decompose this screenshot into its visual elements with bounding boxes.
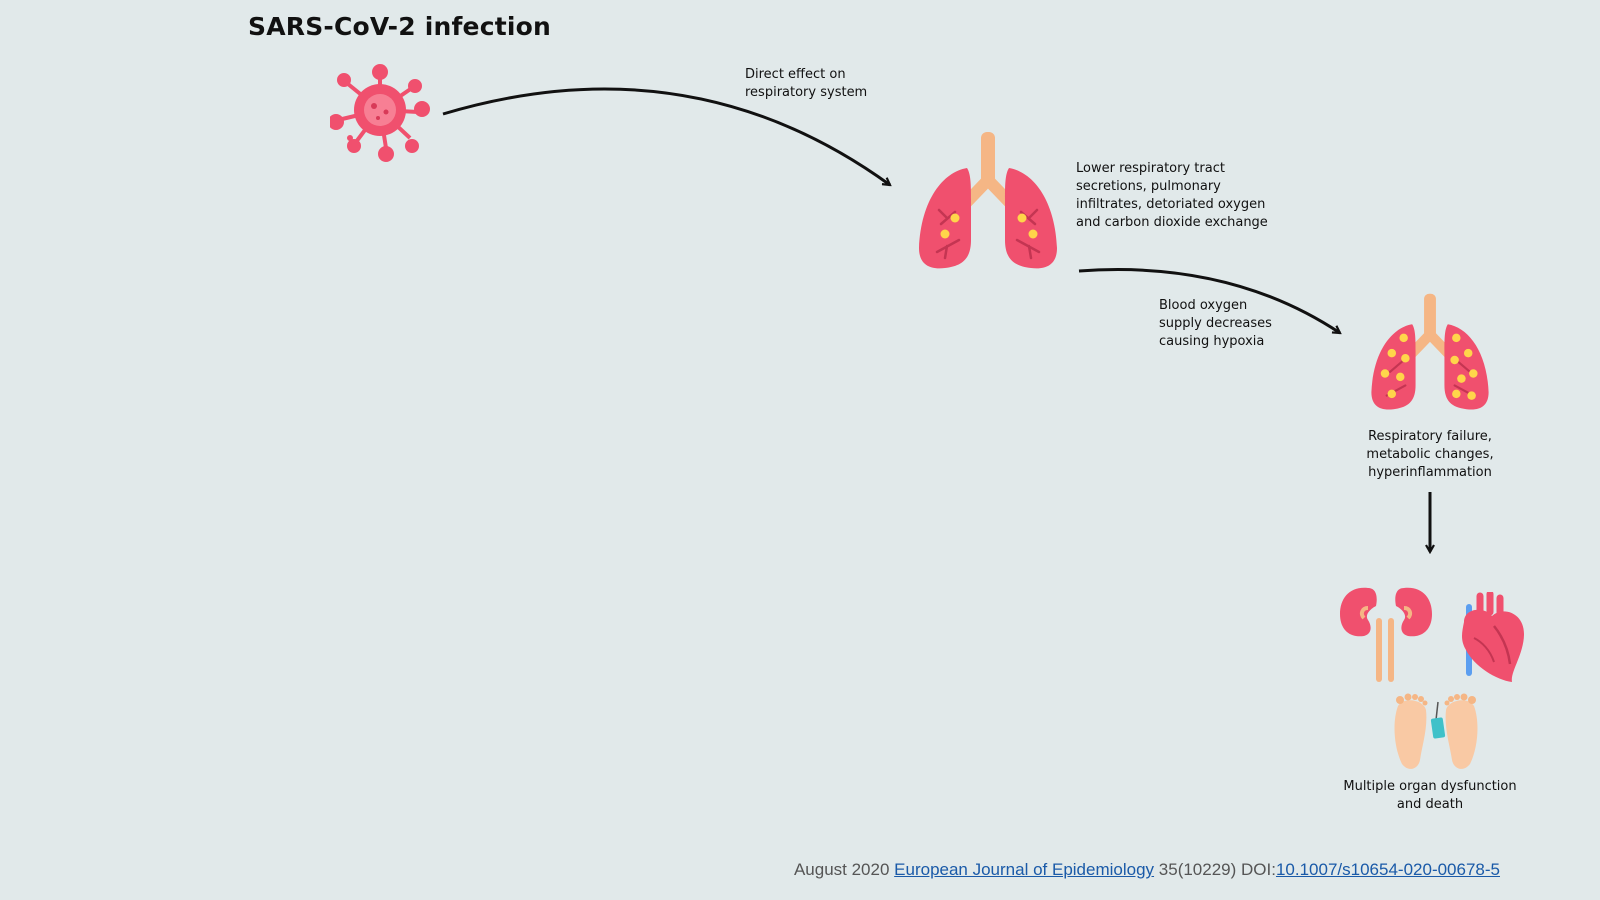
label-direct-effect: Direct effect on respiratory system [745,67,868,100]
label-lower-tract: Lower respiratory tract secretions, pulm… [1076,161,1268,230]
feet-tag-icon [1394,693,1478,769]
kidneys-icon [1340,587,1432,682]
label-multiple-organ: Multiple organ dysfunction and death [1343,779,1517,812]
heart-icon [1462,592,1524,682]
citation: August 2020 European Journal of Epidemio… [794,860,1500,880]
label-blood-oxygen: Blood oxygen supply decreases causing hy… [1159,298,1272,349]
inflamed-lungs-icon [1371,293,1489,410]
diagram-title: SARS-CoV-2 infection [248,12,552,41]
doi-link[interactable]: 10.1007/s10654-020-00678-5 [1275,860,1500,879]
citation-issue: 35(10229) DOI: [1158,860,1276,879]
arrow-virus-to-lungs [442,87,890,185]
arrow-lungs-to-failure [1078,268,1340,335]
journal-link[interactable]: European Journal of Epidemiology [894,860,1155,879]
lungs-icon [919,132,1057,269]
label-respiratory-failure: Respiratory failure, metabolic changes, … [1366,429,1494,480]
virus-icon [330,64,430,162]
citation-date: August 2020 [793,860,890,879]
